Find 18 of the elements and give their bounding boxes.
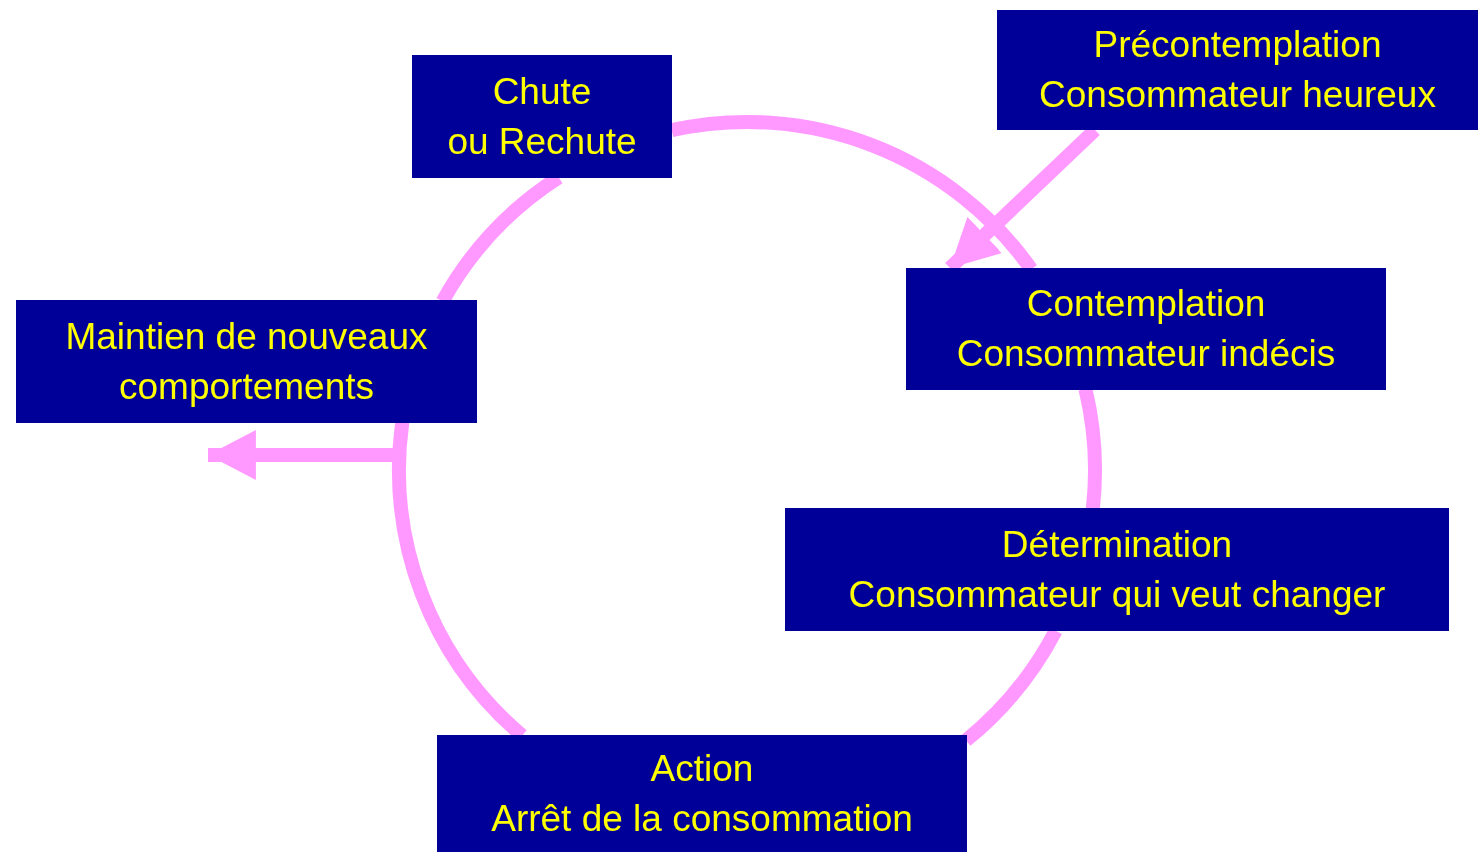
stage-description: Consommateur heureux (1039, 73, 1436, 117)
stage-title: Action (650, 746, 754, 791)
stage-description: Arrêt de la consommation (491, 796, 913, 841)
stage-description: Consommateur indécis (956, 332, 1336, 376)
stage-title: Contemplation (1026, 282, 1266, 326)
stage-title: Détermination (1001, 522, 1233, 567)
arrow (208, 430, 396, 480)
stage-box (906, 268, 1386, 390)
stage-title: Précontemplation (1093, 23, 1382, 67)
stage-description: Maintien de nouveaux comportements (64, 314, 429, 409)
stage-description: Consommateur qui veut changer (848, 572, 1386, 617)
stage-description: ou Rechute (447, 119, 637, 164)
stage-box (412, 55, 672, 178)
stage-box (16, 300, 477, 423)
stage-box (997, 10, 1478, 130)
stage-title: Chute (492, 69, 592, 114)
stage-box (785, 508, 1449, 631)
stage-box (437, 735, 967, 852)
